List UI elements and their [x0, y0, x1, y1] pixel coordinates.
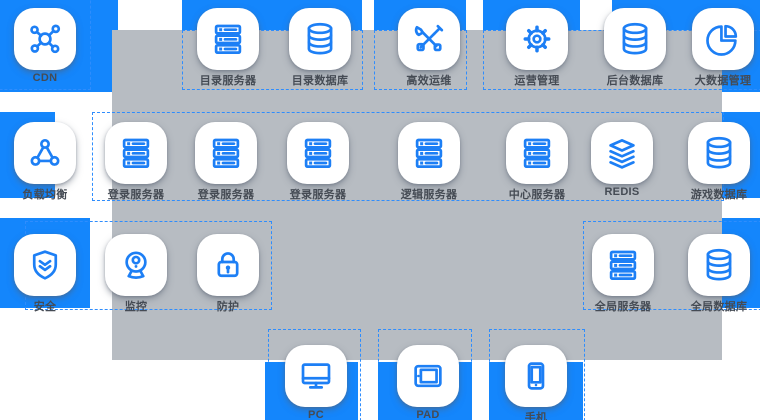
- ops-management-tile: [506, 8, 568, 70]
- backend-db-tile: [604, 8, 666, 70]
- pie-chart-icon: [704, 20, 742, 58]
- load-balancer-icon: [26, 134, 64, 172]
- logic-server-label: 逻辑服务器: [400, 189, 458, 201]
- ops-efficiency-label: 高效运维: [406, 75, 452, 87]
- global-db-label: 全局数据库: [690, 301, 748, 313]
- protection-tile: [197, 234, 259, 296]
- global-server-tile: [592, 234, 654, 296]
- bigdata-mgmt-tile: [692, 8, 754, 70]
- group-outline-global: [583, 221, 760, 310]
- cdn-tile: [14, 8, 76, 70]
- server-rack-icon: [209, 20, 247, 58]
- login-server-2-label: 登录服务器: [197, 189, 255, 201]
- database-icon: [301, 20, 339, 58]
- global-db-tile: [688, 234, 750, 296]
- center-server-tile: [506, 122, 568, 184]
- group-outline-directory: [182, 30, 363, 90]
- center-server-label: 中心服务器: [508, 189, 566, 201]
- shield-icon: [26, 246, 64, 284]
- login-server-2-tile: [195, 122, 257, 184]
- phone-client-label: 手机: [524, 412, 548, 420]
- database-icon: [616, 20, 654, 58]
- security-label: 安全: [33, 301, 57, 313]
- protection-label: 防护: [216, 301, 240, 313]
- monitor-icon: [297, 357, 335, 395]
- server-rack-icon: [518, 134, 556, 172]
- security-tile: [14, 234, 76, 296]
- server-rack-icon: [410, 134, 448, 172]
- monitoring-label: 监控: [124, 301, 148, 313]
- layers-icon: [603, 134, 641, 172]
- pad-client-label: PAD: [416, 409, 440, 420]
- database-icon: [700, 246, 738, 284]
- network-hub-icon: [26, 20, 64, 58]
- server-rack-icon: [207, 134, 245, 172]
- tablet-icon: [409, 357, 447, 395]
- logic-server-tile: [398, 122, 460, 184]
- cdn-label: CDN: [32, 72, 58, 84]
- directory-server-label: 目录服务器: [199, 75, 257, 87]
- phone-client-tile: [505, 345, 567, 407]
- monitoring-tile: [105, 234, 167, 296]
- group-outline-cdn: [0, 0, 91, 90]
- gear-icon: [518, 20, 556, 58]
- game-db-label: 游戏数据库: [690, 189, 748, 201]
- pc-client-label: PC: [308, 409, 324, 420]
- database-icon: [700, 134, 738, 172]
- directory-db-tile: [289, 8, 351, 70]
- phone-icon: [517, 357, 555, 395]
- login-server-3-tile: [287, 122, 349, 184]
- pc-client-tile: [285, 345, 347, 407]
- tools-icon: [410, 20, 448, 58]
- load-balancer-label: 负载均衡: [22, 189, 68, 201]
- login-server-1-tile: [105, 122, 167, 184]
- redis-tile: [591, 122, 653, 184]
- ops-efficiency-tile: [398, 8, 460, 70]
- ops-management-label: 运营管理: [514, 75, 560, 87]
- directory-server-tile: [197, 8, 259, 70]
- redis-label: REDIS: [604, 186, 640, 198]
- backend-db-label: 后台数据库: [606, 75, 664, 87]
- login-server-1-label: 登录服务器: [107, 189, 165, 201]
- directory-db-label: 目录数据库: [291, 75, 349, 87]
- pad-client-tile: [397, 345, 459, 407]
- login-server-3-label: 登录服务器: [289, 189, 347, 201]
- bigdata-mgmt-label: 大数据管理: [694, 75, 752, 87]
- global-server-label: 全局服务器: [594, 301, 652, 313]
- server-rack-icon: [604, 246, 642, 284]
- diagram-canvas-background: [112, 30, 722, 360]
- server-rack-icon: [299, 134, 337, 172]
- server-rack-icon: [117, 134, 155, 172]
- lock-icon: [209, 246, 247, 284]
- load-balancer-tile: [14, 122, 76, 184]
- game-db-tile: [688, 122, 750, 184]
- webcam-icon: [117, 246, 155, 284]
